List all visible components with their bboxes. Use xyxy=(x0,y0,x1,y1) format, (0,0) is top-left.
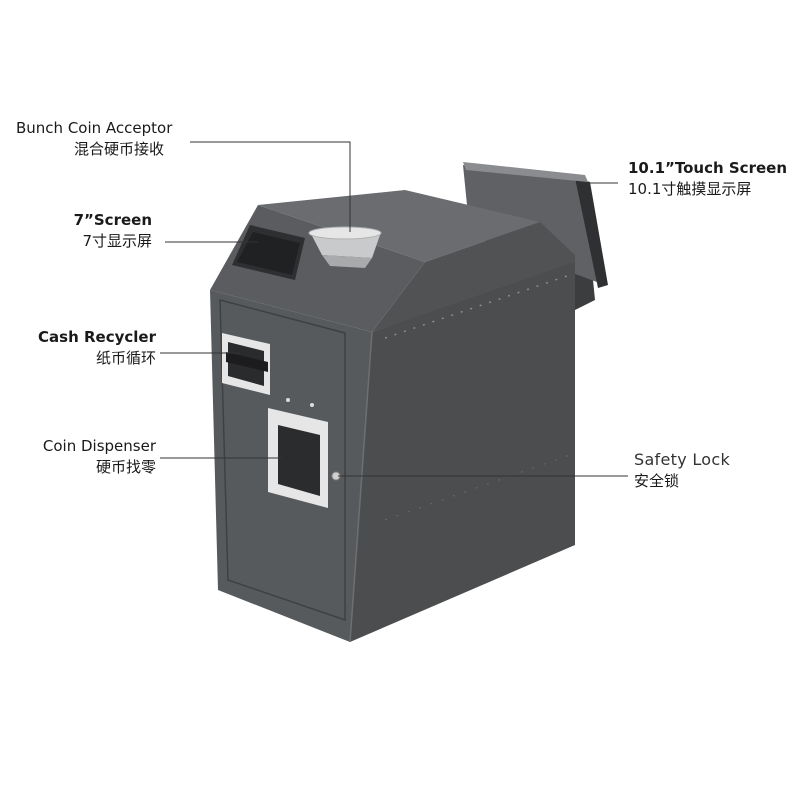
coin-acceptor-cup xyxy=(308,226,382,268)
leader-lines xyxy=(160,141,628,477)
callout-coin-dispenser: Coin Dispenser 硬币找零 xyxy=(20,436,156,478)
callout-safety-lock: Safety Lock 安全锁 xyxy=(634,450,730,492)
cash-recycler-unit xyxy=(222,333,270,395)
front-panel-inset xyxy=(219,299,346,622)
label-cn: 混合硬币接收 xyxy=(74,140,165,158)
edge-highlight xyxy=(349,331,373,643)
label-en: 7”Screen xyxy=(73,211,152,229)
monitor-top-edge xyxy=(463,162,588,182)
label-en: Cash Recycler xyxy=(38,328,156,346)
label-cn: 10.1寸触摸显示屏 xyxy=(628,180,752,198)
callout-bunch-coin-acceptor: Bunch Coin Acceptor 混合硬币接收 xyxy=(16,118,172,160)
kiosk-top xyxy=(258,190,540,262)
label-cn: 安全锁 xyxy=(634,472,680,490)
monitor-front-edge xyxy=(575,178,608,288)
kiosk-side-upper xyxy=(372,222,575,332)
label-cn: 7寸显示屏 xyxy=(82,232,152,250)
callout-screen-7: 7”Screen 7寸显示屏 xyxy=(60,210,152,252)
label-cn: 硬币找零 xyxy=(95,458,156,476)
label-en: 10.1”Touch Screen xyxy=(628,159,788,177)
indicator-dot-right xyxy=(310,403,314,407)
callout-touch-screen-10: 10.1”Touch Screen 10.1寸触摸显示屏 xyxy=(628,158,787,200)
label-cn: 纸币循环 xyxy=(95,349,156,367)
label-en: Bunch Coin Acceptor xyxy=(16,119,173,137)
leader-bunch-coin xyxy=(190,141,351,232)
small-screen-glass xyxy=(237,232,300,275)
label-en: Safety Lock xyxy=(634,450,731,469)
callout-cash-recycler: Cash Recycler 纸币循环 xyxy=(30,327,156,369)
kiosk-side xyxy=(350,262,575,642)
coin-dispenser-unit xyxy=(268,408,328,508)
indicator-dot-left xyxy=(286,398,290,402)
label-en: Coin Dispenser xyxy=(42,437,156,455)
